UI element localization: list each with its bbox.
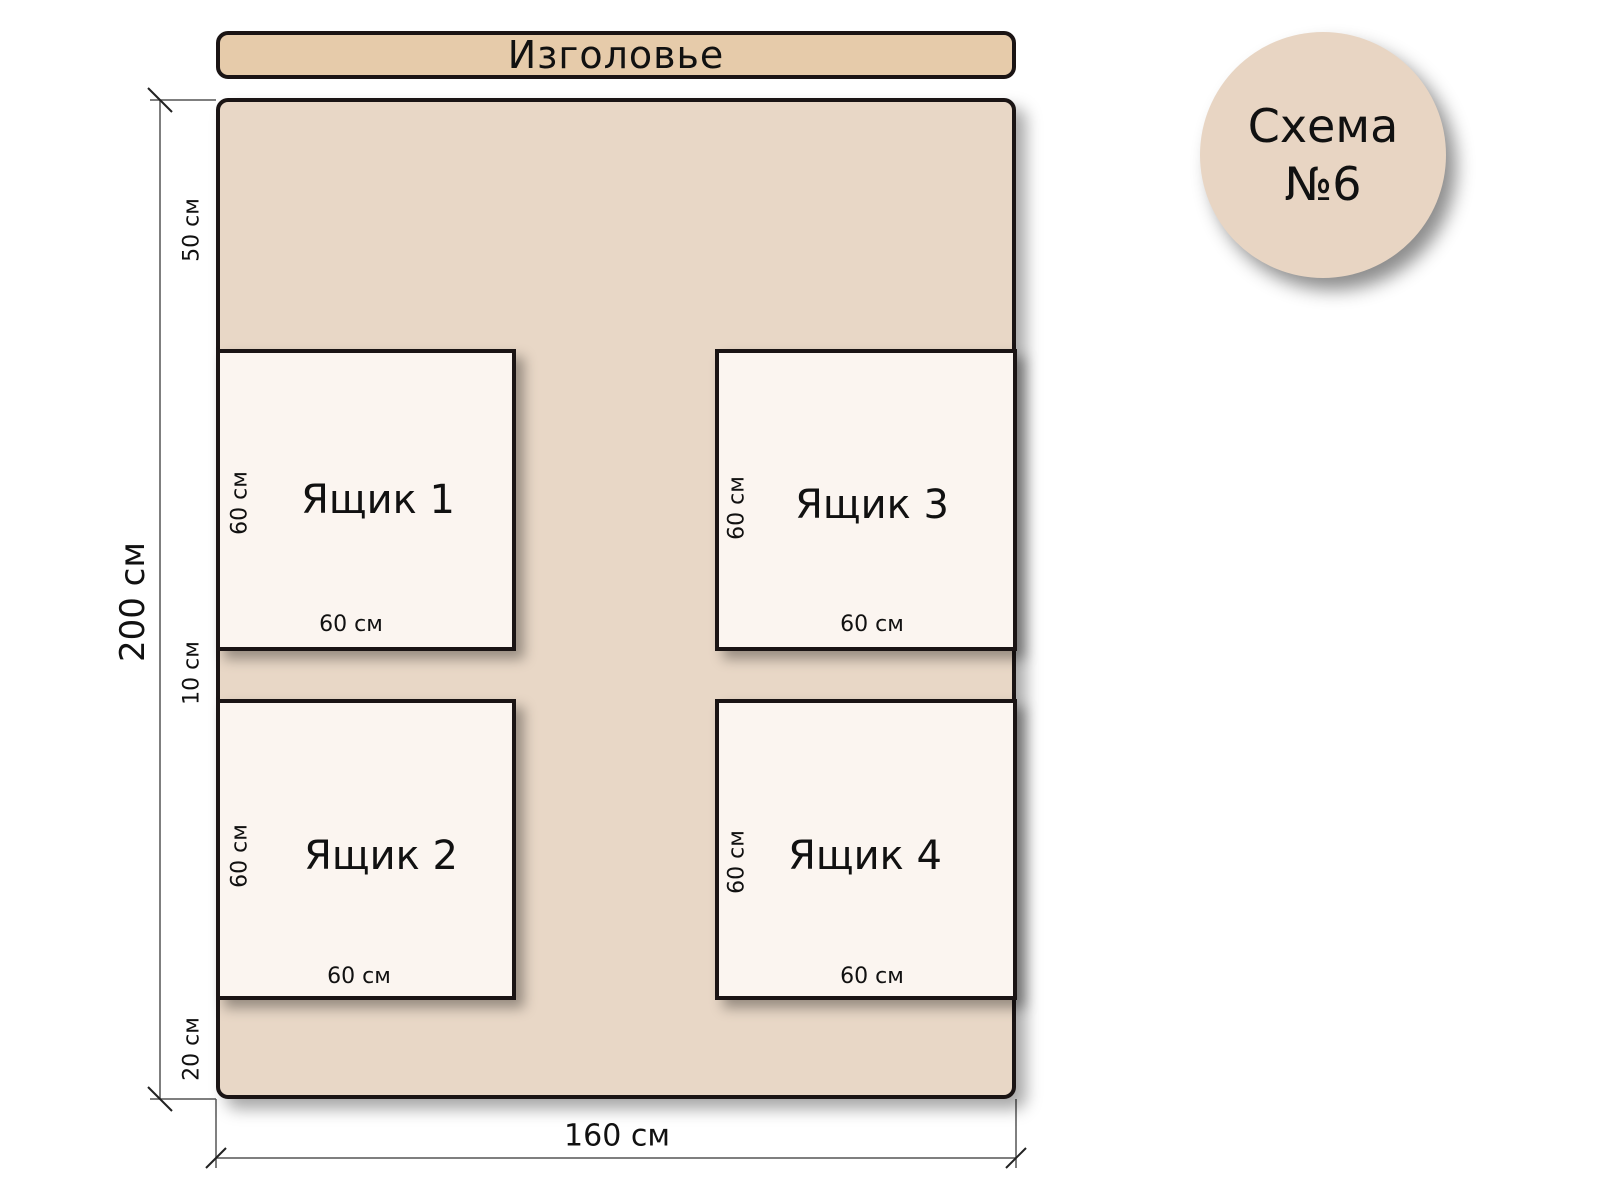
drawer-2-height-label: 60 см [227,824,253,888]
drawer-4-height-label: 60 см [724,830,750,894]
drawer-2-title: Ящик 2 [304,833,458,879]
drawer-4-width-label: 60 см [840,964,904,989]
drawer-1 [216,349,516,651]
headboard: Изголовье [216,31,1016,79]
vertical-tick-bottom [147,1086,173,1112]
bottom-gap-label: 20 см [179,1017,205,1081]
scheme-title: Схема [1247,99,1399,153]
drawer-4 [715,699,1017,1000]
drawer-3-title: Ящик 3 [795,482,949,528]
drawer-1-title: Ящик 1 [301,477,455,523]
vertical-tick-top [147,87,173,113]
drawer-3-height-label: 60 см [724,476,750,540]
drawer-2-width-label: 60 см [327,964,391,989]
drawer-4-title: Ящик 4 [788,833,942,879]
middle-gap-label: 10 см [179,641,205,705]
drawer-2 [216,699,516,1000]
scheme-badge: Схема №6 [1200,32,1446,278]
drawer-1-height-label: 60 см [227,471,253,535]
drawer-3-width-label: 60 см [840,612,904,637]
horizontal-tick-left [205,1147,227,1169]
drawer-3 [715,349,1017,651]
scheme-number: №6 [1284,157,1362,211]
horizontal-tick-right [1005,1147,1027,1169]
total-length-label: 200 см [113,541,153,663]
top-gap-label: 50 см [179,198,205,262]
drawer-1-width-label: 60 см [319,612,383,637]
total-width-label: 160 см [564,1118,670,1154]
